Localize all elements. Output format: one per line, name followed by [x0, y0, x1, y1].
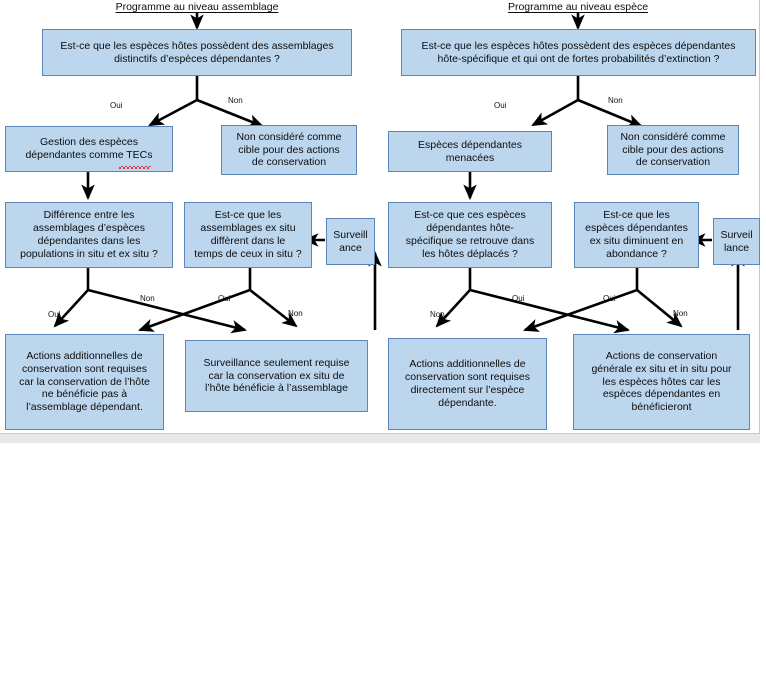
edge-label-right-q3-yes: Oui: [603, 294, 616, 303]
node-left-outcome-2[interactable]: Surveillance seulement requise car la co…: [185, 340, 368, 412]
edge-label-left-q1-no: Non: [228, 96, 243, 105]
edge-label-left-q3-no: Non: [288, 309, 303, 318]
node-left-question-3[interactable]: Est-ce que les assemblages ex situ diffè…: [184, 202, 312, 268]
node-right-monitoring[interactable]: Surveil lance: [713, 218, 760, 265]
node-left-not-target[interactable]: Non considéré comme cible pour des actio…: [221, 125, 357, 175]
edge-label-left-q3-yes: Oui: [218, 294, 231, 303]
edge-label-right-q1-yes: Oui: [494, 101, 507, 110]
edge-label-right-q2-yes: Oui: [512, 294, 525, 303]
node-left-manage-tec[interactable]: Gestion des espèces dépendantes comme TE…: [5, 126, 173, 172]
edge-label-right-q1-no: Non: [608, 96, 623, 105]
edge-label-right-q2-no: Non: [430, 310, 445, 319]
node-left-outcome-1[interactable]: Actions additionnelles de conservation s…: [5, 334, 164, 430]
edge-label-left-q2-yes: Oui: [48, 310, 61, 319]
node-right-question-3[interactable]: Est-ce que les espèces dépendantes ex si…: [574, 202, 699, 268]
node-right-threatened-species[interactable]: Espèces dépendantes menacées: [388, 131, 552, 172]
title-left-program: Programme au niveau assemblage: [115, 1, 279, 13]
node-right-not-target[interactable]: Non considéré comme cible pour des actio…: [607, 125, 739, 175]
edge-label-left-q2-no: Non: [140, 294, 155, 303]
edge-label-left-q1-yes: Oui: [110, 101, 123, 110]
node-right-outcome-2[interactable]: Actions de conservation générale ex situ…: [573, 334, 750, 430]
node-left-question-2[interactable]: Différence entre les assemblages d’espèc…: [5, 202, 173, 268]
title-right-program: Programme au niveau espèce: [507, 1, 649, 13]
edge-label-right-q3-no: Non: [673, 309, 688, 318]
spellcheck-underline-tecs: [119, 166, 151, 169]
node-right-question-1[interactable]: Est-ce que les espèces hôtes possèdent d…: [401, 29, 756, 76]
node-left-monitoring[interactable]: Surveill ance: [326, 218, 375, 265]
node-right-question-2[interactable]: Est-ce que ces espèces dépendantes hôte-…: [388, 202, 552, 268]
page-bottom-shadow: [0, 434, 760, 443]
node-right-outcome-1[interactable]: Actions additionnelles de conservation s…: [388, 338, 547, 430]
node-left-question-1[interactable]: Est-ce que les espèces hôtes possèdent d…: [42, 29, 352, 76]
